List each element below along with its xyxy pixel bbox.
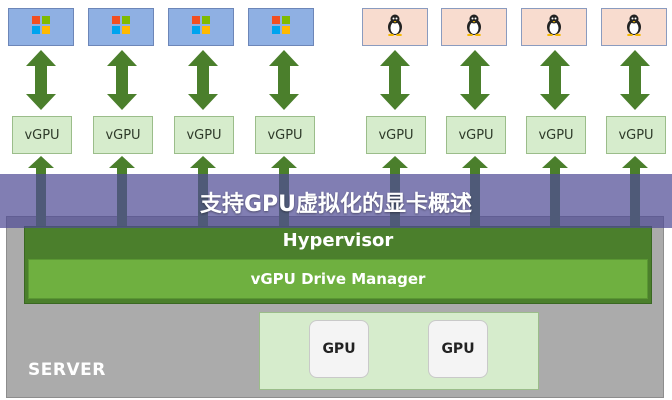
vgpu-box: vGPU [606,116,666,154]
bidirectional-arrow [620,50,650,110]
page-title: 支持GPU虚拟化的显卡概述 [199,192,473,217]
linux-penguin-icon [465,14,483,40]
vm-os-box [88,8,154,46]
vgpu-box: vGPU [446,116,506,154]
vgpu-label: vGPU [186,127,222,143]
hypervisor-label: Hypervisor [282,230,394,251]
gpu-chip: GPU [428,320,488,378]
windows-logo-icon [32,16,50,38]
vgpu-drive-manager: vGPU Drive Manager [28,259,648,299]
bidirectional-arrow [107,50,137,110]
vgpu-box: vGPU [174,116,234,154]
vgpu-box: vGPU [526,116,586,154]
gpu-area [259,312,539,390]
linux-penguin-icon [386,14,404,40]
windows-logo-icon [112,16,130,38]
vm-os-box [521,8,587,46]
vgpu-label: vGPU [618,127,654,143]
vgpu-label: vGPU [378,127,414,143]
vgpu-label: vGPU [458,127,494,143]
vgpu-box: vGPU [93,116,153,154]
vm-os-box [168,8,234,46]
vm-os-box [601,8,667,46]
gpu-label: GPU [322,341,356,357]
vgpu-label: vGPU [105,127,141,143]
vm-os-box [248,8,314,46]
bidirectional-arrow [188,50,218,110]
bidirectional-arrow [380,50,410,110]
windows-logo-icon [192,16,210,38]
linux-penguin-icon [625,14,643,40]
vm-os-box [362,8,428,46]
vgpu-box: vGPU [12,116,72,154]
bidirectional-arrow [269,50,299,110]
vm-os-box [8,8,74,46]
vgpu-label: vGPU [267,127,303,143]
bidirectional-arrow [26,50,56,110]
bidirectional-arrow [540,50,570,110]
vgpu-drive-manager-label: vGPU Drive Manager [250,270,426,288]
vgpu-box: vGPU [255,116,315,154]
gpu-label: GPU [441,341,475,357]
linux-penguin-icon [545,14,563,40]
server-label: SERVER [28,360,106,380]
windows-logo-icon [272,16,290,38]
title-band [0,174,672,228]
bidirectional-arrow [460,50,490,110]
vgpu-label: vGPU [538,127,574,143]
vgpu-label: vGPU [24,127,60,143]
vgpu-box: vGPU [366,116,426,154]
gpu-chip: GPU [309,320,369,378]
vm-os-box [441,8,507,46]
